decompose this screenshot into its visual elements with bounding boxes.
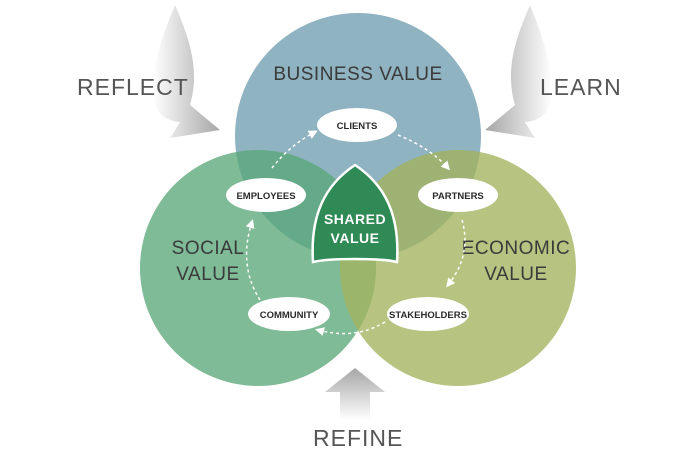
node-community-label: COMMUNITY [260, 310, 319, 321]
social-value-circle [140, 150, 376, 386]
node-stakeholders-label: STAKEHOLDERS [389, 310, 467, 321]
shared-value-shield [311, 163, 399, 264]
shared-value-line1: SHARED [324, 211, 386, 227]
business-value-label: BUSINESS VALUE [273, 64, 442, 85]
cycle-connectors [245, 130, 466, 336]
learn-arrow [485, 5, 553, 138]
node-clients: CLIENTS [317, 108, 397, 142]
node-clients-label: CLIENTS [337, 121, 378, 132]
economic-value-label-line1: ECONOMIC [462, 238, 571, 259]
refine-arrow [325, 368, 385, 420]
connector-clients-partners [397, 134, 451, 171]
economic-value-label-line2: VALUE [484, 264, 547, 285]
node-stakeholders: STAKEHOLDERS [387, 297, 469, 331]
learn-label: LEARN [540, 74, 622, 100]
reflect-label: REFLECT [77, 74, 189, 100]
connector-community-employees [245, 219, 261, 301]
node-employees: EMPLOYEES [226, 178, 306, 212]
social-value-label-line1: SOCIAL [172, 238, 245, 259]
connector-stakeholders-community [315, 321, 386, 336]
shared-value-line2: VALUE [331, 230, 380, 246]
refine-label: REFINE [313, 425, 403, 451]
reflect-arrow [152, 5, 220, 138]
node-partners: PARTNERS [418, 178, 498, 212]
node-partners-label: PARTNERS [432, 191, 484, 202]
node-community: COMMUNITY [248, 297, 330, 331]
social-value-label-line2: VALUE [176, 264, 239, 285]
connector-partners-stakeholders [446, 219, 466, 288]
node-employees-label: EMPLOYEES [236, 191, 295, 202]
